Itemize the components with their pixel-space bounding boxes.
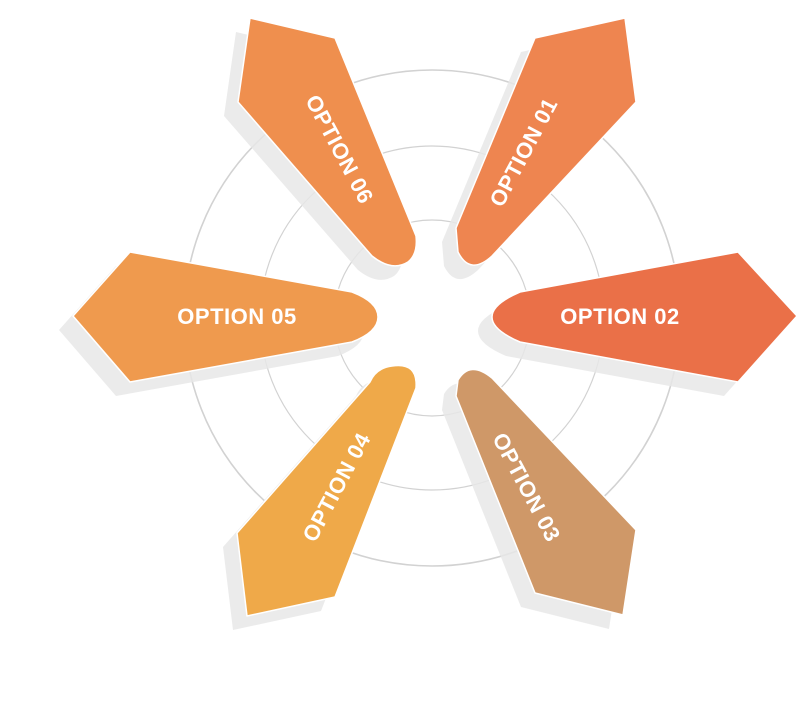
option-02-petal[interactable]: OPTION 02 [491,251,798,383]
option-05-label: OPTION 05 [177,304,296,329]
option-06-petal[interactable]: OPTION 06 [237,17,418,267]
option-02-shape[interactable] [491,251,798,383]
petals: OPTION 01 OPTION 02 OPTION 03 OPTION 04 … [72,17,798,617]
option-04-petal[interactable]: OPTION 04 [236,364,417,617]
option-06-shape[interactable] [237,17,418,267]
option-05-shape[interactable] [72,251,379,383]
option-03-shape[interactable] [455,368,637,616]
option-03-petal[interactable]: OPTION 03 [455,368,637,616]
option-01-shape[interactable] [455,17,637,266]
option-05-petal[interactable]: OPTION 05 [72,251,379,383]
option-04-shape[interactable] [236,364,417,617]
option-01-petal[interactable]: OPTION 01 [455,17,637,266]
option-02-label: OPTION 02 [560,304,679,329]
